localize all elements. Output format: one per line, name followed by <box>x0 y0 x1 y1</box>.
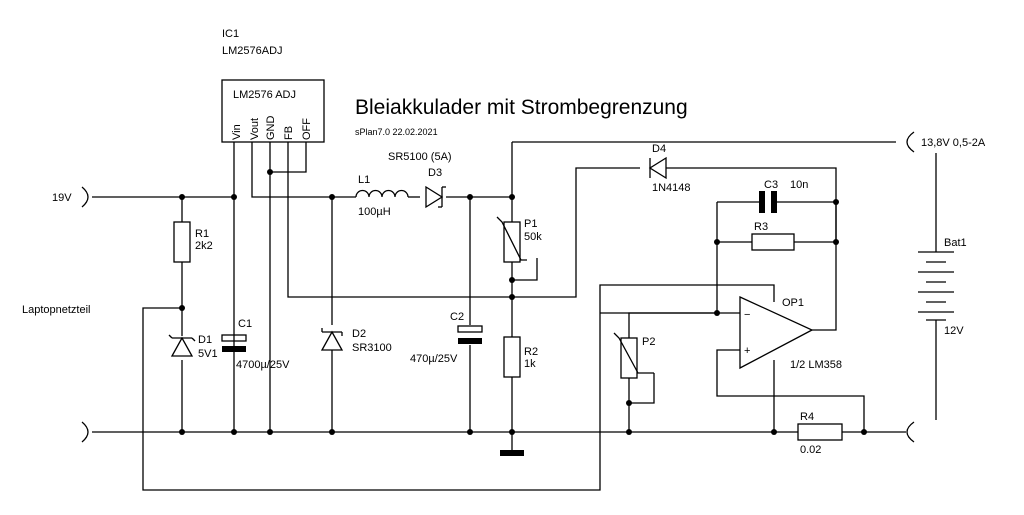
c1-ref: C1 <box>238 318 252 330</box>
schottky-diode-d2 <box>320 328 344 351</box>
diode-d4 <box>648 156 667 180</box>
title: Bleiakkulader mit Strombegrenzung <box>355 96 688 119</box>
terminal-out-neg <box>906 421 915 443</box>
c3-ref: C3 <box>764 179 778 191</box>
op1-value: 1/2 LM358 <box>790 359 842 371</box>
op1-plus: + <box>744 345 750 357</box>
capacitor-c2 <box>457 325 483 344</box>
battery-bat1 <box>918 251 954 321</box>
op1-ref: OP1 <box>782 297 804 309</box>
ground-symbol <box>500 450 524 456</box>
p1-ref: P1 <box>524 218 537 230</box>
d4-value: 1N4148 <box>652 182 691 194</box>
inductor-l1 <box>355 189 409 198</box>
ic1-pin-vin: Vin <box>231 124 243 140</box>
potentiometer-p1 <box>496 216 527 263</box>
ic1-type: LM2576ADJ <box>222 45 283 57</box>
resistor-r3 <box>751 233 795 251</box>
c1-value: 4700µ/25V <box>236 359 290 371</box>
bat1-value: 12V <box>944 325 964 337</box>
c3-value: 10n <box>790 179 808 191</box>
d2-value: SR3100 <box>352 342 392 354</box>
capacitor-c3 <box>756 191 782 213</box>
d4-ref: D4 <box>652 143 666 155</box>
c2-ref: C2 <box>450 311 464 323</box>
r2-value: 1k <box>524 358 536 370</box>
bat1-ref: Bat1 <box>944 237 967 249</box>
r2-ref: R2 <box>524 346 538 358</box>
d3-ref: D3 <box>428 167 442 179</box>
c2-value: 470µ/25V <box>410 353 458 365</box>
ic1-lm2576: LM2576 ADJ Vin Vout GND FB OFF <box>221 79 325 143</box>
terminal-gnd-in <box>81 421 89 443</box>
junctions <box>179 169 867 435</box>
resistor-r1 <box>173 221 191 263</box>
capacitor-c1 <box>221 334 247 352</box>
source-note: Laptopnetzteil <box>22 304 91 316</box>
ic1-pin-vout: Vout <box>249 118 261 140</box>
ic1-pin-off: OFF <box>301 118 313 140</box>
ic1-pin-gnd: GND <box>265 116 277 141</box>
terminal-19v <box>81 186 89 208</box>
terminal-out-pos-label: 13,8V 0,5-2A <box>921 137 986 149</box>
p1-value: 50k <box>524 231 542 243</box>
terminal-19v-label: 19V <box>52 192 72 204</box>
d1-value: 5V1 <box>198 348 218 360</box>
schottky-diode-d3 <box>425 185 446 209</box>
r4-value: 0.02 <box>800 444 821 456</box>
op1-minus: − <box>744 309 750 321</box>
zener-diode-d1 <box>168 334 196 357</box>
resistor-r2 <box>503 336 521 378</box>
opamp-op1 <box>739 295 814 370</box>
resistor-r4 <box>797 423 843 441</box>
r4-ref: R4 <box>800 411 814 423</box>
d2-ref: D2 <box>352 328 366 340</box>
r1-value: 2k2 <box>195 240 213 252</box>
wires <box>92 141 937 491</box>
d3-value: SR5100 (5A) <box>388 151 452 163</box>
potentiometer-p2 <box>613 332 654 379</box>
ic1-pin-fb: FB <box>283 126 295 140</box>
ic1-ref: IC1 <box>222 28 239 40</box>
subtitle: sPlan7.0 22.02.2021 <box>355 127 438 137</box>
p2-ref: P2 <box>642 336 655 348</box>
r3-ref: R3 <box>754 221 768 233</box>
r1-ref: R1 <box>195 228 209 240</box>
terminal-out-pos <box>906 131 915 153</box>
l1-ref: L1 <box>358 174 370 186</box>
l1-value: 100µH <box>358 206 391 218</box>
d1-ref: D1 <box>198 334 212 346</box>
ic1-body-label: LM2576 ADJ <box>233 89 296 101</box>
